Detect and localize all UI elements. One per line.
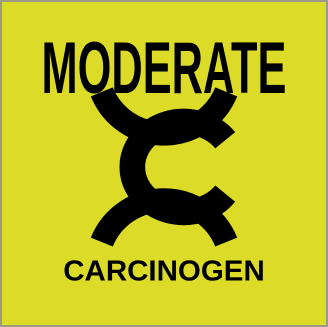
carcinogen-hazard-icon [90, 87, 238, 247]
hazard-type-label: CARCINOGEN [63, 256, 265, 288]
hazard-label-graphic: MODERATE CARCINOGEN [2, 2, 326, 325]
symbol-center-c [119, 108, 236, 226]
label-background [2, 2, 326, 325]
hazard-level-heading: MODERATE [42, 28, 287, 109]
